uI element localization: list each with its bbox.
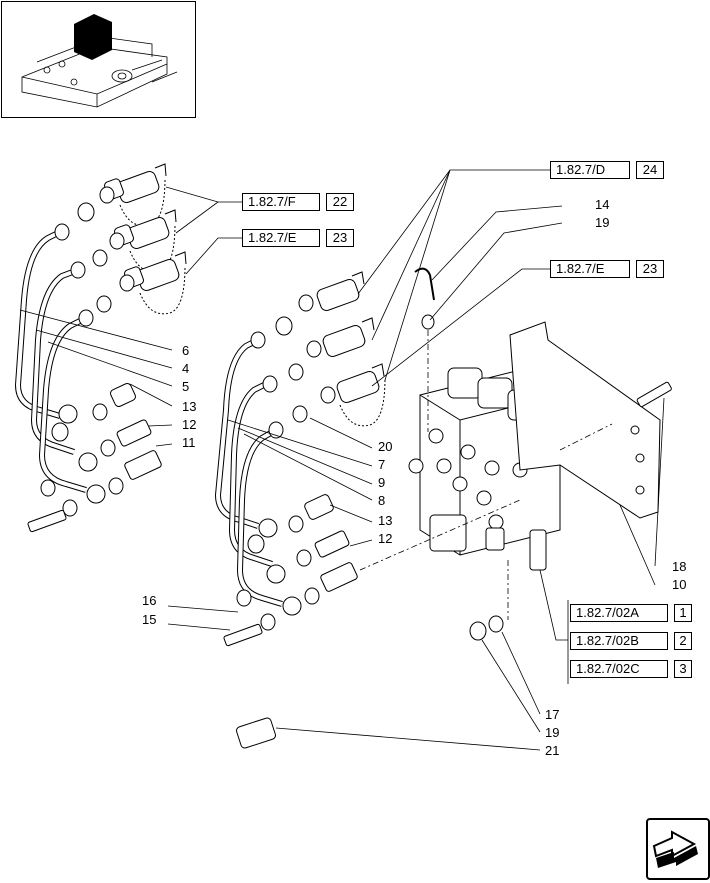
callout-13: 13	[378, 513, 393, 528]
ref-number-5: 1	[674, 604, 692, 622]
tractor-rear-housing-icon	[21, 14, 178, 108]
callout-13: 13	[182, 399, 197, 414]
callout-7: 7	[378, 457, 386, 472]
ref-number-1: 22	[326, 193, 354, 211]
callout-17: 17	[545, 707, 560, 722]
ref-number-4: 23	[636, 260, 664, 278]
callout-20: 20	[378, 439, 393, 454]
ref-code-6[interactable]: 1.82.7/02B	[570, 632, 668, 650]
callout-11: 11	[182, 435, 196, 450]
ref-code-7[interactable]: 1.82.7/02C	[570, 660, 668, 678]
callout-9: 9	[378, 475, 386, 490]
next-page-arrow-icon	[652, 830, 698, 868]
callout-18: 18	[672, 559, 687, 574]
ref-code-4[interactable]: 1.82.7/E	[550, 260, 630, 278]
callout-5: 5	[182, 379, 190, 394]
callout-6: 6	[182, 343, 190, 358]
callout-19: 19	[545, 725, 560, 740]
next-page-button[interactable]	[646, 818, 710, 880]
callout-10: 10	[672, 577, 687, 592]
callout-12: 12	[378, 531, 393, 546]
ref-code-3[interactable]: 1.82.7/D	[550, 161, 630, 179]
ref-code-5[interactable]: 1.82.7/02A	[570, 604, 668, 622]
ref-number-6: 2	[674, 632, 692, 650]
callout-4: 4	[182, 361, 190, 376]
callout-15: 15	[142, 612, 157, 627]
callout-12: 12	[182, 417, 197, 432]
ref-number-3: 24	[636, 161, 664, 179]
callout-21: 21	[545, 743, 560, 758]
ref-code-2[interactable]: 1.82.7/E	[242, 229, 320, 247]
location-thumbnail	[1, 1, 196, 118]
callout-16: 16	[142, 593, 157, 608]
ref-code-1[interactable]: 1.82.7/F	[242, 193, 320, 211]
callout-14: 14	[595, 197, 610, 212]
callout-8: 8	[378, 493, 386, 508]
ref-number-7: 3	[674, 660, 692, 678]
callout-19: 19	[595, 215, 610, 230]
ref-number-2: 23	[326, 229, 354, 247]
